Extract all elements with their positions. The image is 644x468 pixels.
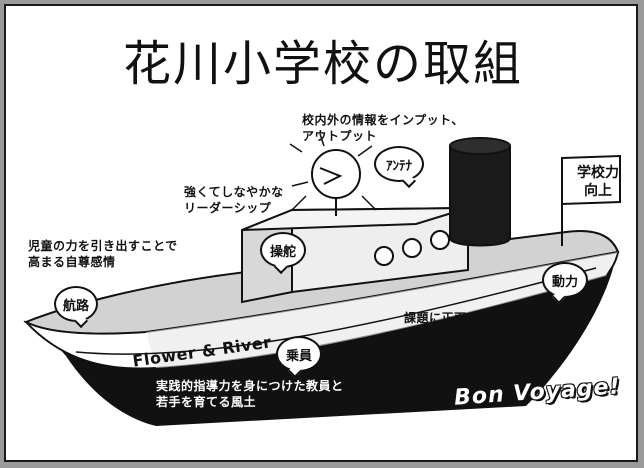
diagram-title: 花川小学校の取組 [122, 36, 523, 92]
porthole [430, 230, 450, 250]
bubble-antena: ｱﾝﾃﾅ [374, 146, 424, 182]
porthole [402, 238, 422, 258]
diagram-frame: 花川小学校の取組 [4, 4, 638, 462]
caption-antena: 校内外の情報をインプット、 アウトプット [302, 113, 464, 143]
caption-jouin: 実践的指導力を身につけた教員と 若手を育てる風土 [156, 379, 344, 409]
ship-illustration [23, 133, 621, 426]
flag-text: 学校力 向上 [577, 165, 619, 199]
bubble-jouin: 乗員 [276, 336, 322, 372]
porthole [374, 246, 394, 266]
deck-side [146, 252, 618, 368]
bubble-douryoku: 動力 [542, 262, 588, 298]
bubble-dari: 操舵 [260, 232, 306, 268]
flag [561, 154, 621, 206]
bubble-kouro: 航路 [54, 286, 98, 322]
funnel-top [449, 137, 511, 155]
funnel [449, 145, 511, 247]
caption-douryoku: 課題に正面から向き合う姿勢と 強い使命感 [404, 311, 580, 341]
caption-kouro: 児童の力を引き出すことで 高まる自尊感情 [28, 239, 178, 269]
hull-stripe [75, 267, 597, 355]
caption-dari: 強くてしなやかな リーダーシップ [184, 185, 284, 215]
radar-needle [319, 167, 343, 185]
